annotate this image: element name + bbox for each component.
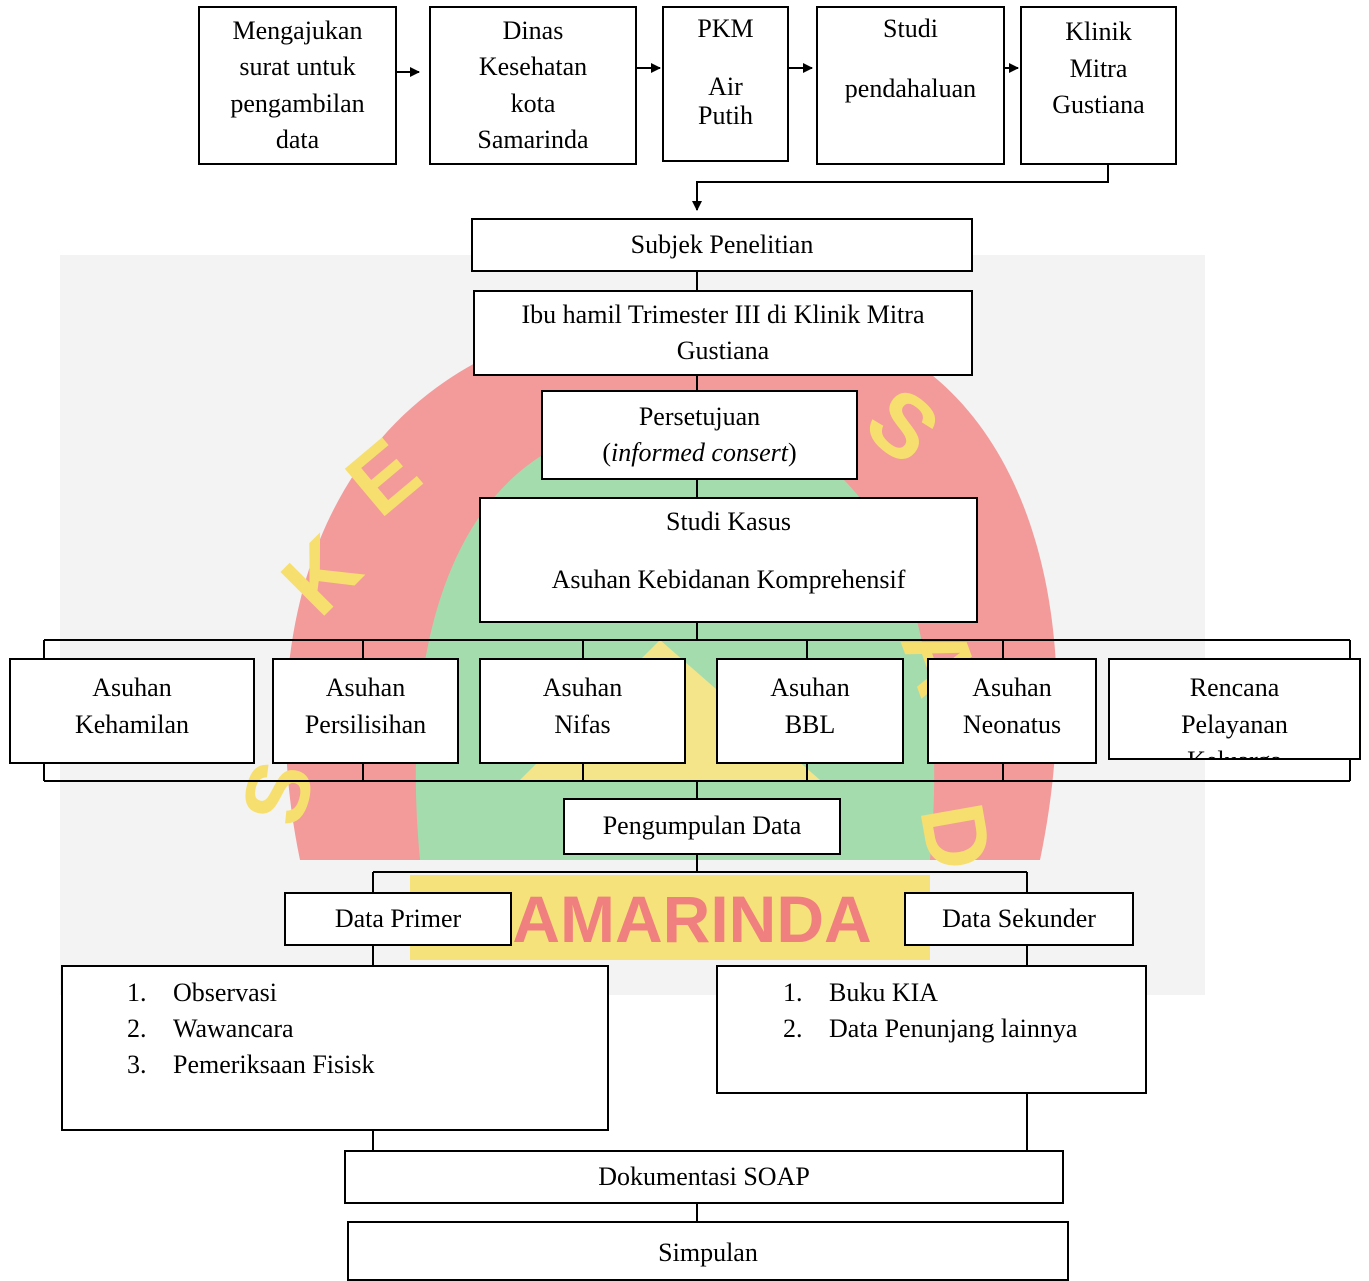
box-clinic: Klinik Mitra Gustiana <box>1020 6 1177 165</box>
box-pkm-label: PKM Air Putih <box>697 14 754 130</box>
consent-main: Persetujuan <box>638 401 761 431</box>
list-item: 2.Data Penunjang lainnya <box>783 1014 1078 1043</box>
secondary-data-list: 1.Buku KIA 2.Data Penunjang lainnya <box>783 975 1077 1047</box>
list-item: 2.Wawancara <box>127 1014 294 1043</box>
box-care-delivery: Asuhan Persilisihan <box>272 658 459 764</box>
care-neonate-label: Asuhan Neonatus <box>962 673 1062 739</box>
box-health-office: Dinas Kesehatan kota Samarinda <box>429 6 637 165</box>
list-item: 1.Buku KIA <box>783 978 939 1007</box>
svg-text:D: D <box>900 796 1010 877</box>
list-item: 3.Pemeriksaan Fisisk <box>127 1050 375 1079</box>
svg-text:E: E <box>329 420 439 535</box>
care-pregnancy-label: Asuhan Kehamilan <box>74 673 190 739</box>
box-population: Ibu hamil Trimester III di Klinik Mitra … <box>473 290 973 376</box>
list-item: 1.Observasi <box>127 978 277 1007</box>
box-preliminary-study-label: Studi pendahaluan <box>844 14 977 103</box>
box-health-office-label: Dinas Kesehatan kota Samarinda <box>477 15 589 155</box>
consent-italic: informed consert <box>611 438 788 467</box>
box-conclusion: Simpulan <box>347 1221 1069 1281</box>
box-care-pregnancy: Asuhan Kehamilan <box>9 658 255 764</box>
box-consent: Persetujuan (informed consert) <box>541 390 858 480</box>
consent-label: Persetujuan (informed consert) <box>602 399 796 472</box>
box-preliminary-study: Studi pendahaluan <box>816 6 1005 165</box>
family-planning-label: Rencana Pelayanan Keluarga <box>1181 673 1288 758</box>
care-newborn-label: Asuhan BBL <box>770 673 850 739</box>
box-secondary-data: Data Sekunder <box>904 892 1134 946</box>
box-care-newborn: Asuhan BBL <box>716 658 904 764</box>
box-soap-documentation: Dokumentasi SOAP <box>344 1150 1064 1204</box>
svg-text:S: S <box>847 369 957 484</box>
watermark-shield-green <box>415 430 935 860</box>
primary-data-label: Data Primer <box>334 903 462 933</box>
consent-open: ( <box>602 438 612 467</box>
secondary-data-label: Data Sekunder <box>942 903 1096 933</box>
watermark-text: SAMARINDA <box>468 882 871 956</box>
box-research-subject: Subjek Penelitian <box>471 218 973 272</box>
box-pkm: PKM Air Putih <box>662 6 789 162</box>
box-primary-data: Data Primer <box>284 892 512 946</box>
box-data-collection: Pengumpulan Data <box>563 798 841 855</box>
svg-text:K: K <box>263 517 380 634</box>
case-study-label: Studi Kasus Asuhan Kebidanan Komprehensi… <box>551 507 906 594</box>
research-subject-label: Subjek Penelitian <box>630 229 814 259</box>
consent-close: ) <box>787 438 797 467</box>
box-case-study: Studi Kasus Asuhan Kebidanan Komprehensi… <box>479 497 978 623</box>
population-label: Ibu hamil Trimester III di Klinik Mitra … <box>521 299 925 366</box>
box-care-neonate: Asuhan Neonatus <box>927 658 1097 764</box>
box-family-planning: Rencana Pelayanan Keluarga <box>1108 658 1361 760</box>
box-care-postpartum: Asuhan Nifas <box>479 658 686 764</box>
box-submit-letter: Mengajukan surat untuk pengambilan data <box>198 6 397 165</box>
data-collection-label: Pengumpulan Data <box>602 811 802 841</box>
care-postpartum-label: Asuhan Nifas <box>542 673 623 739</box>
box-submit-letter-label: Mengajukan surat untuk pengambilan data <box>230 15 365 155</box>
primary-data-list: 1.Observasi 2.Wawancara 3.Pemeriksaan Fi… <box>127 975 375 1083</box>
conclusion-label: Simpulan <box>658 1238 758 1267</box>
arrow-clinic-subject <box>692 165 1109 211</box>
box-clinic-label: Klinik Mitra Gustiana <box>1052 17 1145 119</box>
care-delivery-label: Asuhan Persilisihan <box>304 673 427 739</box>
soap-documentation-label: Dokumentasi SOAP <box>598 1161 810 1191</box>
